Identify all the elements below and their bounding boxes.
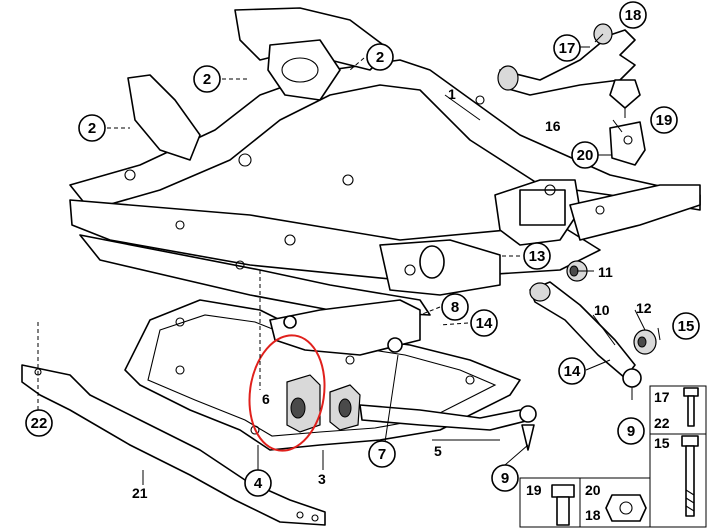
bolt-long: [681, 435, 699, 517]
bushing-12: [633, 329, 657, 355]
label-11: 11: [598, 264, 613, 280]
svg-text:2: 2: [203, 71, 211, 88]
svg-text:13: 13: [529, 248, 546, 265]
svg-text:2: 2: [376, 49, 384, 66]
bolt-short: [551, 484, 575, 526]
legend-box-20-18: [579, 477, 651, 528]
callout-18: 18: [619, 1, 647, 29]
wishbone-arm: [529, 281, 642, 400]
svg-text:7: 7: [378, 446, 386, 463]
svg-text:20: 20: [577, 147, 594, 164]
legend-17: 17: [654, 389, 670, 405]
legend-22: 22: [654, 415, 670, 431]
label-12: 12: [636, 300, 652, 316]
support-bracket: [609, 121, 646, 166]
label-5: 5: [434, 443, 442, 459]
legend-15: 15: [654, 435, 670, 451]
label-10: 10: [594, 302, 610, 318]
callout-2-mid: 2: [193, 65, 221, 93]
svg-text:14: 14: [564, 363, 581, 380]
rubber-mounts: [286, 374, 361, 433]
bolt-hex: [683, 387, 699, 427]
highlight-circle: [248, 334, 326, 452]
callout-22: 22: [25, 409, 53, 437]
callout-14-center: 14: [470, 309, 498, 337]
label-1: 1: [448, 86, 456, 102]
svg-text:8: 8: [451, 299, 459, 316]
axle-carrier-frame: [69, 7, 701, 316]
callout-19: 19: [650, 106, 678, 134]
callout-2-left: 2: [78, 114, 106, 142]
svg-text:18: 18: [625, 7, 642, 24]
callout-9-right: 9: [617, 417, 645, 445]
svg-text:9: 9: [627, 423, 635, 440]
callout-8: 8: [441, 293, 469, 321]
svg-text:17: 17: [559, 40, 576, 57]
svg-text:19: 19: [656, 112, 673, 129]
svg-text:2: 2: [88, 120, 96, 137]
legend-20: 20: [585, 482, 601, 498]
callout-14-right: 14: [558, 357, 586, 385]
svg-text:4: 4: [254, 475, 263, 492]
svg-text:22: 22: [31, 415, 48, 432]
tension-strut: [359, 404, 537, 451]
callout-2-top: 2: [366, 43, 394, 71]
label-16: 16: [545, 118, 561, 134]
callout-7: 7: [368, 440, 396, 468]
svg-text:15: 15: [678, 318, 695, 335]
callout-17: 17: [553, 34, 581, 62]
callout-15: 15: [672, 312, 700, 340]
callout-13: 13: [523, 242, 551, 270]
legend-18: 18: [585, 507, 601, 523]
callout-20: 20: [571, 141, 599, 169]
legend-19: 19: [526, 482, 542, 498]
svg-text:9: 9: [501, 470, 509, 487]
label-6: 6: [262, 391, 270, 407]
label-21: 21: [132, 485, 148, 501]
svg-text:14: 14: [476, 315, 493, 332]
hex-nut: [605, 494, 647, 522]
callout-9-bottom: 9: [491, 464, 519, 492]
label-3: 3: [318, 471, 326, 487]
callout-4: 4: [244, 469, 272, 497]
